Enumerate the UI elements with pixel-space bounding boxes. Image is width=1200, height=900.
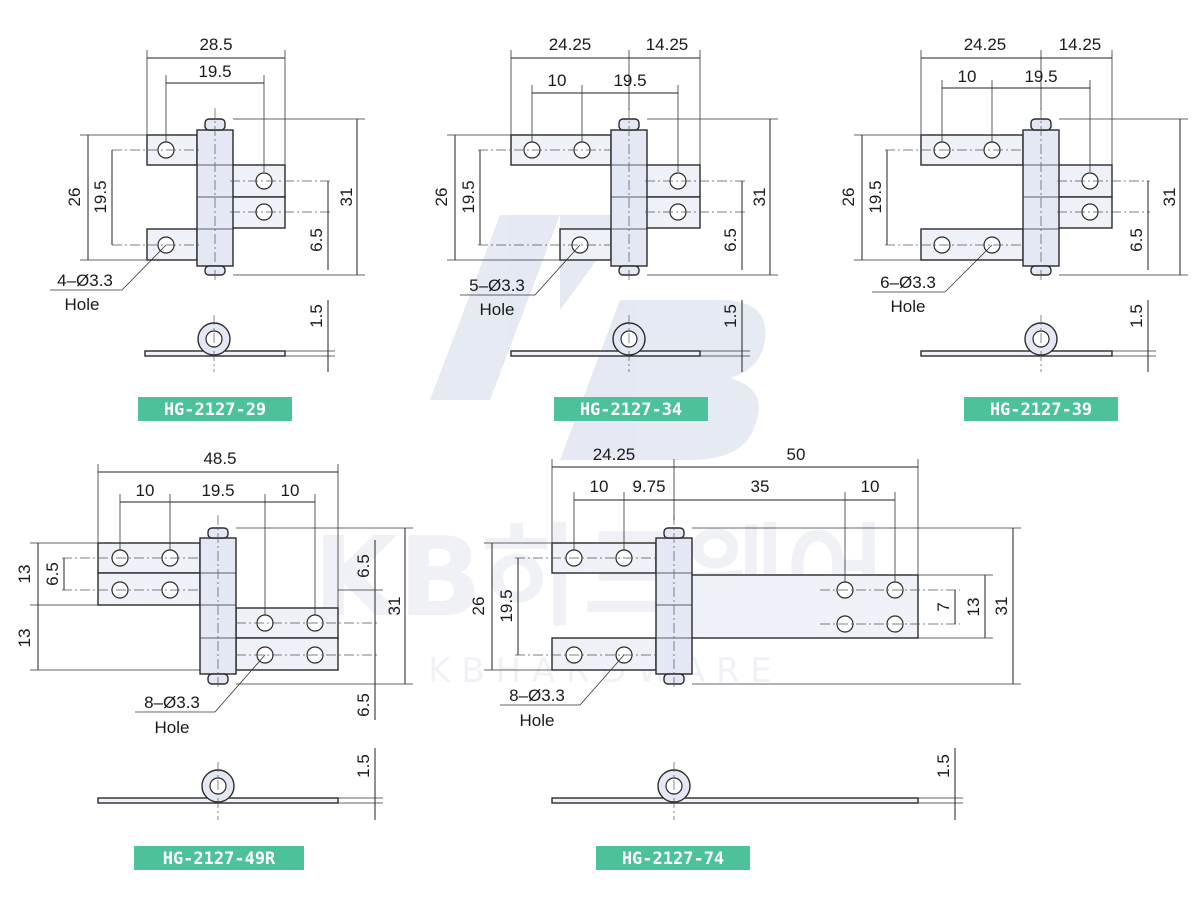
part-hg-2127-39: 24.25 14.25 10 19.5 26 19.5 31 6.5 6–Ø3.… xyxy=(839,35,1188,421)
dim-hole-pitch: 19.5 xyxy=(866,180,885,213)
part-hg-2127-29: 28.5 19.5 26 19.5 31 6.5 4–Ø3.3 Hole 1.5… xyxy=(50,35,365,421)
dim-upper-offset: 6.5 xyxy=(354,554,373,578)
dim-leaf-width: 13 xyxy=(964,598,983,617)
front-view: 24.25 14.25 10 19.5 26 19.5 31 6.5 5–Ø3.… xyxy=(432,35,778,319)
dim-hole-offset: 6.5 xyxy=(721,228,740,252)
side-view: 1.5 xyxy=(920,300,1156,372)
dim-hole-span: 19.5 xyxy=(613,71,646,90)
dim-hole-pitch: 19.5 xyxy=(497,589,516,622)
hole-spec-word: Hole xyxy=(65,295,100,314)
hole-spec-word: Hole xyxy=(155,718,190,737)
part-hg-2127-74: 24.25 50 10 9.75 35 10 26 19.5 7 13 31 8… xyxy=(469,445,1021,870)
dim-thickness: 1.5 xyxy=(721,304,740,328)
dim-width-left: 24.25 xyxy=(593,445,636,464)
dim-hole-pitch: 19.5 xyxy=(91,180,110,213)
part-hg-2127-49r: 48.5 10 19.5 10 13 6.5 13 6.5 31 6.5 8–Ø… xyxy=(15,449,413,870)
part-label-bg xyxy=(134,846,304,870)
dim-pitch-left: 10 xyxy=(590,477,609,496)
front-view: 24.25 50 10 9.75 35 10 26 19.5 7 13 31 8… xyxy=(469,445,1021,730)
dim-lower-offset: 6.5 xyxy=(354,693,373,717)
dim-overall-height: 31 xyxy=(750,188,769,207)
dim-leaf-height: 26 xyxy=(469,597,488,616)
leaf-section xyxy=(510,350,701,357)
dim-thickness: 1.5 xyxy=(1127,304,1146,328)
dim-hole-span: 19.5 xyxy=(1024,67,1057,86)
hole-spec: 4–Ø3.3 xyxy=(57,271,113,290)
hole-spec: 8–Ø3.3 xyxy=(144,693,200,712)
side-view: 1.5 xyxy=(510,300,750,372)
leaf-section xyxy=(551,797,919,804)
dim-hole-pitch: 19.5 xyxy=(459,180,478,213)
dim-overall-height: 31 xyxy=(385,597,404,616)
dim-overall-height: 31 xyxy=(992,597,1011,616)
part-label-bg xyxy=(596,846,750,870)
leaf-section xyxy=(920,350,1113,357)
hole-spec: 5–Ø3.3 xyxy=(469,276,525,295)
dim-width-right: 14.25 xyxy=(1059,35,1102,54)
front-view: 24.25 14.25 10 19.5 26 19.5 31 6.5 6–Ø3.… xyxy=(839,35,1188,316)
dim-hole-span: 19.5 xyxy=(198,62,231,81)
dim-leaf-height: 26 xyxy=(839,188,858,207)
dim-hole-offset: 6.5 xyxy=(307,228,326,252)
front-view: 48.5 10 19.5 10 13 6.5 13 6.5 31 6.5 8–Ø… xyxy=(15,449,413,737)
dim-width-right: 50 xyxy=(787,445,806,464)
part-label: HG-2127-74 xyxy=(622,849,724,869)
dim-hole-pitch-x: 10 xyxy=(548,71,567,90)
dim-leaf-height: 26 xyxy=(432,188,451,207)
dim-hole-offset: 6.5 xyxy=(1127,228,1146,252)
part-hg-2127-34: 24.25 14.25 10 19.5 26 19.5 31 6.5 5–Ø3.… xyxy=(432,35,778,421)
hole-spec-word: Hole xyxy=(520,711,555,730)
dim-overall-height: 31 xyxy=(1160,188,1179,207)
side-view: 1.5 xyxy=(97,748,383,820)
part-label-bg xyxy=(138,397,292,421)
side-view: 1.5 xyxy=(144,300,335,372)
dim-width-right: 14.25 xyxy=(646,35,689,54)
dim-width: 48.5 xyxy=(203,449,236,468)
dim-width-left: 24.25 xyxy=(549,35,592,54)
dim-offset-center: 9.75 xyxy=(632,477,665,496)
dim-hole-pitch-left: 6.5 xyxy=(43,562,62,586)
dim-thickness: 1.5 xyxy=(307,304,326,328)
hole-spec-word: Hole xyxy=(891,297,926,316)
dim-leaf-upper: 13 xyxy=(15,565,34,584)
dim-leaf-height: 26 xyxy=(65,188,84,207)
dim-pitch-left: 10 xyxy=(136,481,155,500)
dim-thickness: 1.5 xyxy=(354,754,373,778)
part-label-bg xyxy=(554,397,708,421)
front-view: 28.5 19.5 26 19.5 31 6.5 4–Ø3.3 Hole xyxy=(50,35,365,314)
dim-hole-span: 35 xyxy=(751,477,770,496)
dim-pitch-right: 10 xyxy=(861,477,880,496)
part-label: HG-2127-34 xyxy=(580,400,682,420)
leaf-long xyxy=(689,574,919,639)
dim-hole-pitch-x: 10 xyxy=(958,67,977,86)
hole-spec: 6–Ø3.3 xyxy=(880,273,936,292)
part-label-bg xyxy=(964,397,1118,421)
hole-spec: 8–Ø3.3 xyxy=(509,686,565,705)
dim-width: 28.5 xyxy=(199,35,232,54)
part-label: HG-2127-49R xyxy=(163,849,276,869)
watermark-logo-k-stroke xyxy=(430,215,560,400)
dim-width-left: 24.25 xyxy=(964,35,1007,54)
side-view: 1.5 xyxy=(551,748,963,820)
part-label: HG-2127-39 xyxy=(990,400,1092,420)
part-label: HG-2127-29 xyxy=(164,400,266,420)
dim-thickness: 1.5 xyxy=(934,754,953,778)
dim-pitch-right: 10 xyxy=(281,481,300,500)
hole-spec-word: Hole xyxy=(480,300,515,319)
dim-overall-height: 31 xyxy=(337,188,356,207)
dim-leaf-lower: 13 xyxy=(15,629,34,648)
dim-hole-span: 19.5 xyxy=(201,481,234,500)
dim-hole-pitch-right: 7 xyxy=(934,602,953,611)
